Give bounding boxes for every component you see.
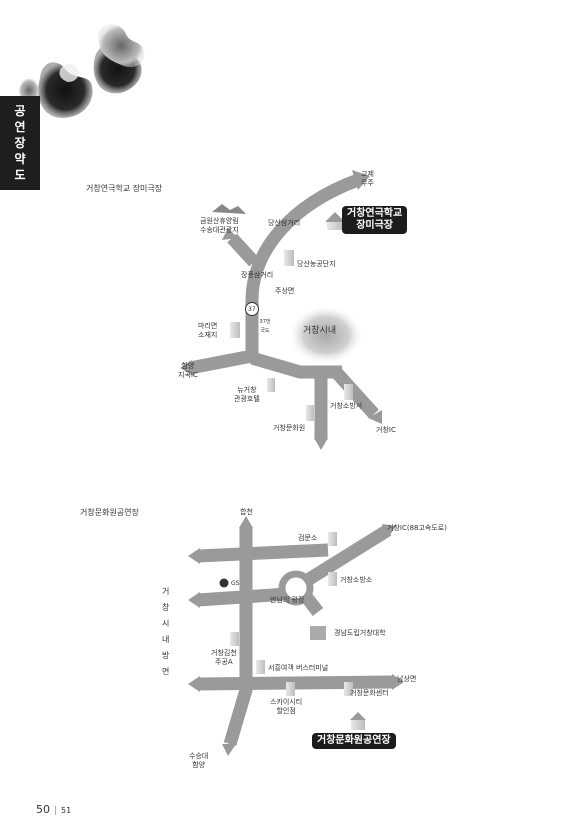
- hotel-building-icon: [267, 378, 275, 392]
- jugong-icon: [230, 632, 239, 646]
- checkpoint-icon: [328, 532, 337, 546]
- road-top-horizontal: [197, 543, 329, 563]
- arrow-ic88: [382, 524, 396, 538]
- label-gs: GS: [231, 580, 240, 587]
- arrow-ic: [368, 410, 382, 424]
- terminal-icon: [256, 660, 265, 674]
- hall-icon-body: [351, 720, 365, 730]
- destination-badge-2: 거창문화원공연장: [312, 733, 396, 749]
- label-jusang: 주상면: [275, 287, 295, 295]
- mountain-icon: [212, 204, 246, 214]
- label-city: 거창시내: [303, 326, 337, 336]
- label-namsang: 남상면: [397, 675, 417, 683]
- fire-station-icon: [344, 384, 353, 400]
- roundabout: [278, 570, 314, 606]
- page-number-right: 51: [61, 806, 72, 815]
- road-branch-geumwon: [227, 233, 259, 267]
- arrow-gojeum: [352, 170, 370, 190]
- label-vertical-direction: 거 창 시 내 방 면: [162, 587, 170, 676]
- side-tab-char: 도: [14, 168, 26, 182]
- map2-title: 거창문화원공연장: [80, 508, 139, 517]
- label-fire-station: 거창소방서: [330, 402, 363, 410]
- label-fire-station-2: 거창소방소: [340, 576, 373, 584]
- page-number-left: 50: [36, 803, 50, 816]
- label-culture-center: 거창문화센터: [350, 689, 389, 697]
- marimyeon-building-icon: [230, 322, 240, 338]
- arrow-namsang: [392, 674, 404, 690]
- label-hapcheon: 합천: [240, 508, 253, 516]
- arrow-left-middle: [188, 592, 200, 608]
- label-meeting-square: 만남의 광장: [270, 596, 305, 604]
- arrow-suseung: [222, 744, 236, 756]
- theater-icon: [325, 212, 345, 222]
- fire-station-2-icon: [328, 572, 337, 586]
- road-left-hamyang: [188, 349, 254, 375]
- side-tab-char: 연: [14, 120, 26, 134]
- route-number: 37: [248, 306, 256, 313]
- route-marker: [245, 302, 259, 316]
- city-center-glow: [288, 305, 364, 365]
- arrow-left-bottom: [188, 676, 200, 692]
- road-middle-horizontal: [197, 587, 289, 607]
- label-dangsan-farm: 당산농공단지: [297, 260, 336, 268]
- page-number: 50|51: [36, 803, 72, 816]
- hall-icon: [350, 712, 366, 720]
- arrow-hapcheon: [239, 516, 253, 528]
- label-ic: 거창IC: [376, 426, 396, 434]
- culture-center-icon: [344, 682, 353, 696]
- arrow-hamyang: [180, 360, 194, 376]
- farm-building-icon: [284, 250, 294, 266]
- road-to-ic: [331, 367, 379, 419]
- theater-icon-body: [327, 222, 343, 230]
- road-diagonal-ic: [294, 524, 392, 592]
- label-culture: 거창문화원: [273, 424, 306, 432]
- label-jangpung: 장풍삼거리: [241, 271, 274, 279]
- road-main-arc: [245, 173, 361, 360]
- side-tab-char: 장: [14, 136, 26, 150]
- arrow-geumwon: [222, 228, 238, 240]
- side-tab-char: 약: [14, 152, 26, 166]
- label-college: 경남도립거창대학: [334, 629, 386, 637]
- road-bottom-horizontal: [197, 675, 395, 691]
- route-sub: 37번국도: [259, 319, 271, 334]
- arrow-left-top: [188, 548, 200, 564]
- gs-logo-icon: [219, 578, 229, 588]
- label-dangsan: 당산삼거리: [268, 219, 301, 227]
- college-icon: [310, 626, 326, 640]
- section-side-tab: 공 연 장 약 도: [0, 96, 40, 190]
- arrow-culture: [314, 438, 328, 450]
- skycity-icon: [286, 682, 295, 696]
- road-horizontal: [250, 351, 342, 379]
- label-ic88: 거창IC(88고속도로): [387, 524, 447, 532]
- label-terminal: 서흥여객 버스터미널: [268, 664, 329, 672]
- label-geommunso: 검문소: [298, 534, 318, 542]
- map1-title: 거창연극학교 장미극장: [86, 184, 163, 193]
- side-tab-char: 공: [14, 104, 26, 118]
- culture-building-icon: [306, 405, 314, 421]
